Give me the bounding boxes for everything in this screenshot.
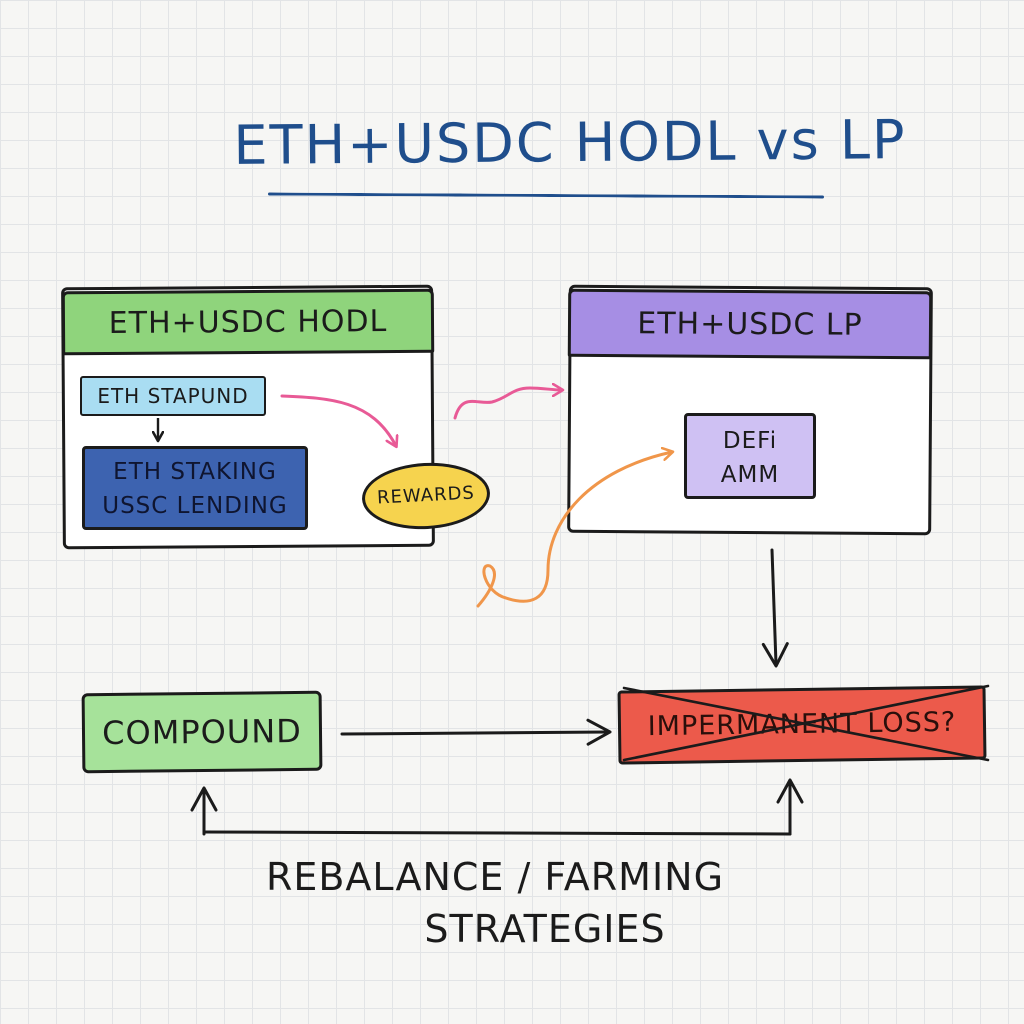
compound-box: COMPOUND bbox=[81, 690, 323, 774]
lp-to-loss-arrow bbox=[761, 548, 789, 668]
staking-lending-box: ETH STAKING USSC LENDING bbox=[82, 446, 308, 530]
diagram-title: ETH+USDC HODL vs LP bbox=[233, 108, 907, 177]
pink-arrow-hodl-to-lp bbox=[453, 388, 562, 420]
lp-header: ETH+USDC LP bbox=[567, 288, 933, 360]
amm-line: AMM bbox=[720, 462, 780, 488]
strategies-label-line1: REBALANCE / FARMING bbox=[265, 855, 725, 899]
rebalance-loop-bottom bbox=[202, 830, 792, 836]
staking-line: ETH STAKING bbox=[113, 459, 277, 485]
impermanent-loss-box: IMPERMANENT LOSS? bbox=[617, 685, 987, 765]
defi-amm-box: DEFi AMM bbox=[684, 413, 816, 499]
lending-line: USSC LENDING bbox=[102, 493, 288, 519]
eth-stapund-box: ETH STAPUND bbox=[80, 376, 266, 416]
hodl-header: ETH+USDC HODL bbox=[61, 288, 435, 356]
strategies-label-line2: STRATEGIES bbox=[424, 907, 666, 951]
defi-line: DEFi bbox=[722, 428, 778, 454]
compound-to-loss-arrow bbox=[340, 718, 612, 746]
title-underline bbox=[267, 192, 825, 199]
